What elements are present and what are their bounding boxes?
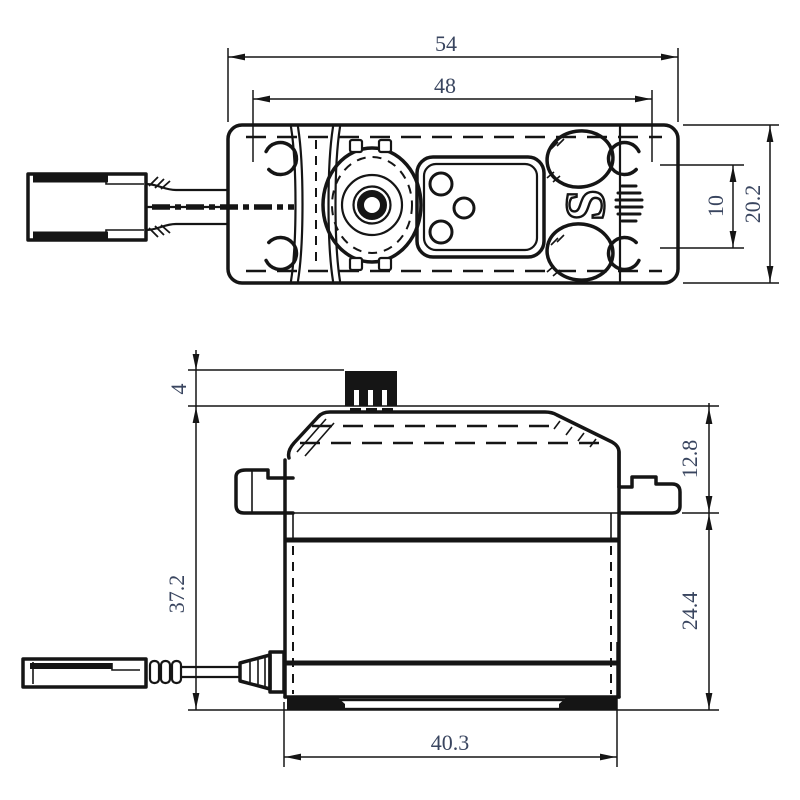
output-drum <box>321 146 423 264</box>
bolt-circle-dashed <box>331 156 413 254</box>
shaft-boss-circle <box>352 185 392 225</box>
dim-label-12-8: 12.8 <box>677 440 702 479</box>
strain-relief-hatch <box>148 176 171 238</box>
plate-hole-middle <box>452 196 476 220</box>
grommet-upper <box>545 129 615 189</box>
dim-label-54: 54 <box>435 31 457 56</box>
dim-case-length: 40.3 <box>283 642 618 767</box>
dim-label-40-3: 40.3 <box>431 730 470 755</box>
connector-step-bottom <box>105 229 144 238</box>
dim-overall-width: 20.2 <box>683 124 779 284</box>
grommet-lower <box>545 222 615 282</box>
dim-label-24-4: 24.4 <box>677 592 702 631</box>
clamp-band-left-outer <box>289 125 297 283</box>
dim-tab-slot-span: 10 <box>660 164 744 249</box>
clamp-band-right-inner <box>334 125 342 283</box>
brand-logo: S <box>555 189 617 220</box>
wire-ribs <box>148 659 183 685</box>
left-mount-tab <box>264 140 299 272</box>
dim-label-20-2: 20.2 <box>740 185 765 224</box>
case-top-outline <box>226 123 680 285</box>
dim-right-vertical: 12.8 24.4 <box>677 403 719 710</box>
mount-slot-right-lower <box>606 235 641 272</box>
top-view: S 54 48 <box>26 31 779 285</box>
dim-left-vertical: 4 37.2 <box>164 350 719 711</box>
drum-screws <box>348 138 393 272</box>
wire-exit-side <box>21 650 286 694</box>
mount-slot-left-upper <box>264 140 299 177</box>
connector-side-step <box>111 663 140 671</box>
spline-shaft <box>357 190 387 220</box>
clamp-band-left-inner <box>296 125 304 283</box>
side-view: 4 37.2 12.8 24.4 40.3 <box>21 350 719 767</box>
plate-hole-lower <box>428 219 454 245</box>
dim-label-10: 10 <box>703 195 728 217</box>
top-cover <box>286 410 621 489</box>
dim-mount-spacing: 48 <box>252 73 653 162</box>
wire-grommet-cone <box>238 653 272 691</box>
dim-overall-length: 54 <box>227 31 679 122</box>
clamp-band-right-outer <box>327 125 335 283</box>
bottom-feet <box>287 697 617 711</box>
right-mount-tab <box>606 140 641 272</box>
mount-slot-right-upper <box>606 140 641 177</box>
main-case <box>283 450 621 699</box>
shaft-flange-circle <box>340 173 404 237</box>
clamp-band <box>289 125 342 283</box>
left-flange-ear <box>234 468 295 515</box>
connector-step-top <box>105 176 144 185</box>
servo-wires <box>144 176 294 238</box>
mount-slot-left-lower <box>264 235 299 272</box>
dim-label-37-2: 37.2 <box>164 575 189 614</box>
dim-label-4: 4 <box>166 384 191 395</box>
right-flange-ear <box>617 475 682 515</box>
cover-plate-outer <box>415 155 546 259</box>
cover-plate-inner <box>422 162 539 252</box>
mid-cover-plate <box>415 155 546 259</box>
logo-ripple-lines <box>614 184 644 223</box>
wire-collar <box>268 650 286 694</box>
output-shaft-assembly <box>321 138 423 272</box>
dim-label-48: 48 <box>434 73 456 98</box>
plate-hole-upper <box>428 171 454 197</box>
connector-plug-side <box>21 657 148 689</box>
connector-plug-top <box>26 172 148 242</box>
